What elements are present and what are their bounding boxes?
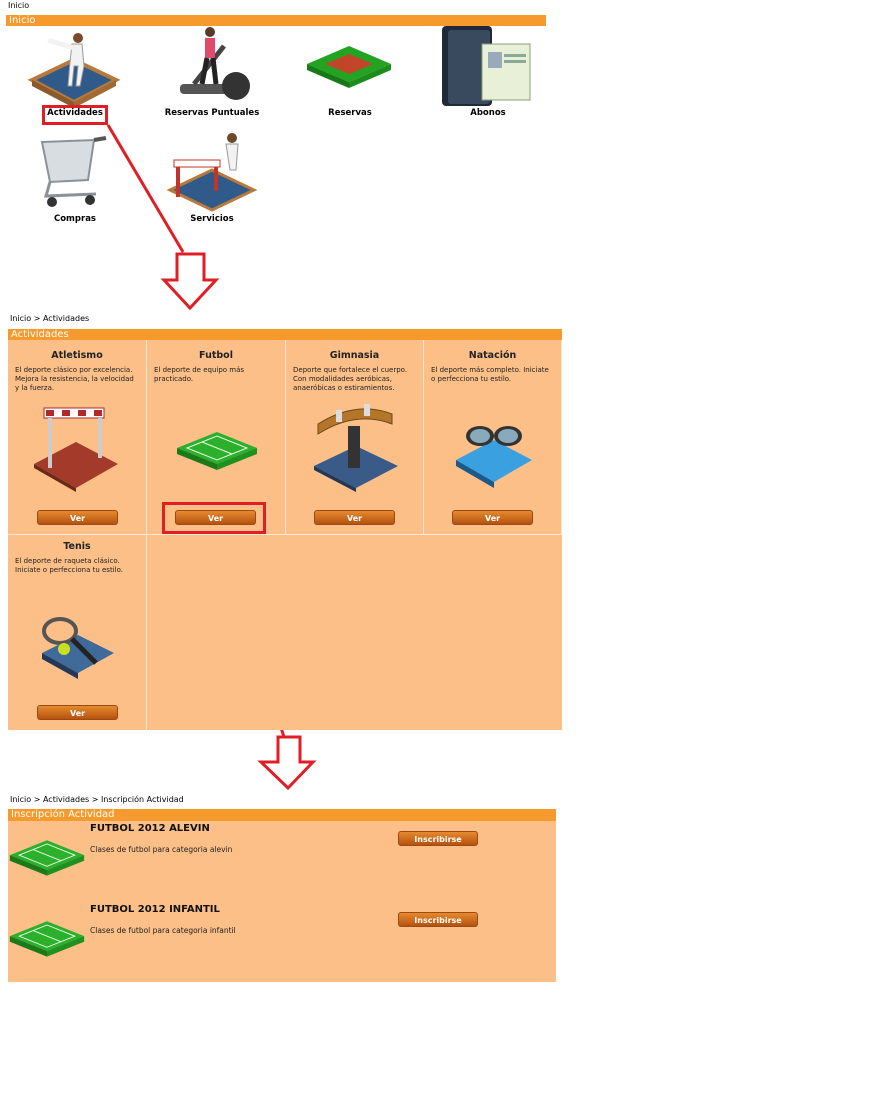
activity-title: FUTBOL 2012 ALEVIN: [90, 823, 210, 834]
swim-goggles-icon: [452, 414, 536, 498]
ver-button[interactable]: Ver: [37, 705, 118, 720]
activity-card: Tenis El deporte de raqueta clásico. Ini…: [8, 535, 147, 730]
shopping-cart-icon[interactable]: [36, 136, 112, 212]
breadcrumb[interactable]: Inicio > Actividades: [10, 314, 90, 323]
menu-reservas[interactable]: Reservas: [328, 108, 372, 118]
menu-abonos[interactable]: Abonos: [470, 108, 506, 118]
hurdle-athlete-icon[interactable]: [164, 130, 260, 214]
activity-title: FUTBOL 2012 INFANTIL: [90, 904, 220, 915]
inscribirse-button[interactable]: Inscribirse: [398, 831, 478, 846]
activity-description: Clases de futbol para categoria infantil: [90, 926, 236, 935]
breadcrumb[interactable]: Inicio: [8, 1, 30, 10]
card-description: El deporte clásico por excelencia. Mejor…: [15, 366, 134, 392]
enrollment-panel: [8, 821, 556, 982]
menu-reservas-puntuales[interactable]: Reservas Puntuales: [164, 108, 260, 118]
card-description: El deporte más completo. Iniciate o perf…: [431, 366, 549, 383]
ver-button[interactable]: Ver: [37, 510, 118, 525]
card-title: Natación: [468, 350, 517, 361]
elliptical-trainer-icon[interactable]: [172, 26, 252, 108]
karate-platform-icon[interactable]: [24, 28, 124, 110]
activity-description: Clases de futbol para categoria alevin: [90, 845, 233, 854]
section-header: Inicio: [6, 15, 546, 26]
card-description: El deporte de equipo más practicado.: [154, 366, 245, 383]
inscribirse-button[interactable]: Inscribirse: [398, 912, 478, 927]
menu-servicios[interactable]: Servicios: [190, 214, 234, 224]
card-title: Gimnasia: [329, 350, 380, 361]
tennis-racket-icon: [38, 613, 118, 687]
card-description: Deporte que fortalece el cuerpo. Con mod…: [293, 366, 408, 392]
activity-card: Atletismo El deporte clásico por excelen…: [8, 340, 147, 535]
breadcrumb[interactable]: Inicio > Actividades > Inscripción Activ…: [10, 795, 184, 804]
ver-button[interactable]: Ver: [175, 510, 256, 525]
section-header: Inscripción Actividad: [8, 809, 556, 821]
menu-actividades[interactable]: Actividades: [47, 108, 103, 118]
highlight-box: [42, 105, 108, 125]
court-icon[interactable]: [303, 42, 395, 92]
pommel-horse-icon: [308, 396, 400, 496]
membership-cards-icon[interactable]: [438, 24, 538, 108]
menu-compras[interactable]: Compras: [53, 214, 96, 224]
hurdle-icon: [30, 402, 122, 498]
card-description: El deporte de raqueta clásico. Iniciate …: [15, 557, 123, 574]
card-title: Atletismo: [51, 350, 103, 361]
football-field-icon: [8, 917, 86, 963]
activity-card: Natación El deporte más completo. Inicia…: [424, 340, 562, 535]
football-field-icon: [175, 428, 259, 476]
highlight-box: [162, 502, 266, 534]
football-field-icon: [8, 836, 86, 882]
activity-card: Futbol El deporte de equipo más practica…: [147, 340, 286, 535]
ver-button[interactable]: Ver: [314, 510, 395, 525]
ver-button[interactable]: Ver: [452, 510, 533, 525]
card-title: Tenis: [63, 541, 91, 552]
section-header: Actividades: [8, 329, 562, 340]
card-title: Futbol: [199, 350, 233, 361]
activity-card: Gimnasia Deporte que fortalece el cuerpo…: [286, 340, 424, 535]
